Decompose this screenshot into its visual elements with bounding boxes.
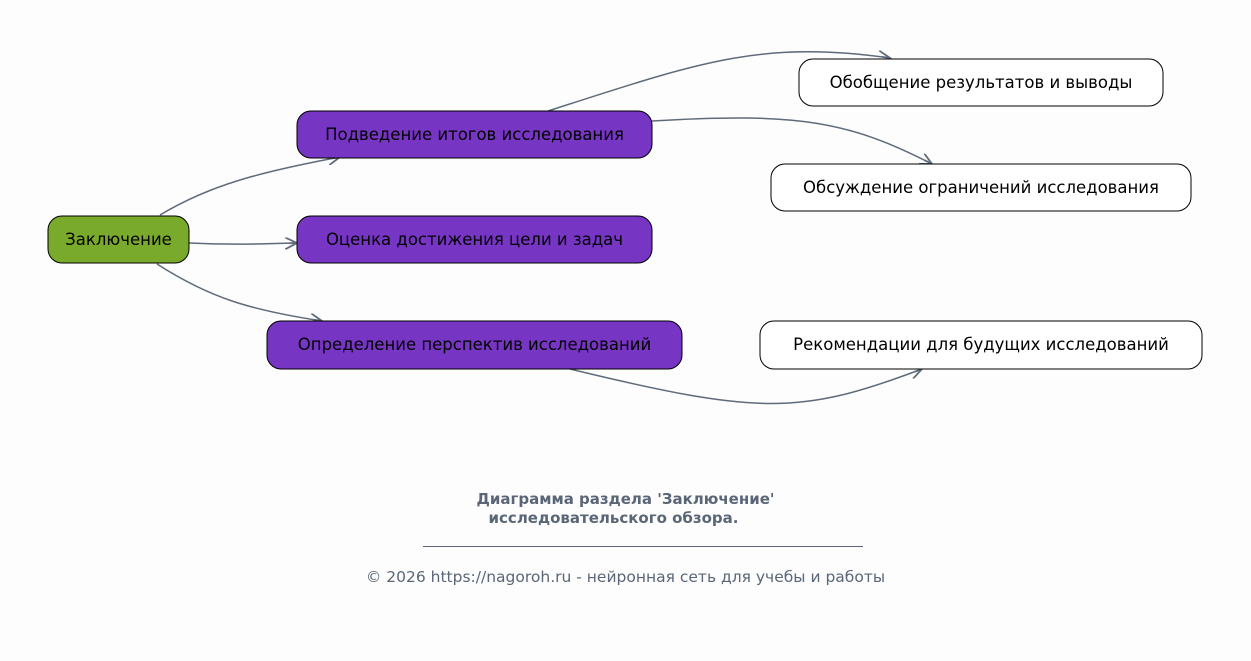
edge-summary-limitations	[651, 117, 932, 164]
node-label: Заключение	[65, 230, 172, 249]
node-label: Обобщение результатов и выводы	[830, 73, 1133, 92]
edge-perspectives-recommendations	[569, 369, 922, 405]
node-recommendations[interactable]: Рекомендации для будущих исследований	[759, 320, 1203, 370]
node-label: Обсуждение ограничений исследования	[803, 178, 1159, 197]
node-root[interactable]: Заключение	[47, 215, 190, 264]
node-label: Рекомендации для будущих исследований	[793, 335, 1169, 354]
node-summary[interactable]: Подведение итогов исследования	[296, 110, 653, 159]
title-line-1: Диаграмма раздела 'Заключение'	[476, 490, 775, 508]
node-label: Оценка достижения цели и задач	[326, 230, 623, 249]
node-label: Подведение итогов исследования	[325, 125, 624, 144]
edge-root-summary	[159, 157, 340, 216]
divider	[423, 546, 863, 547]
edge-root-perspectives	[156, 263, 322, 321]
edge-summary-generalization	[547, 52, 890, 112]
diagram-title: Диаграмма раздела 'Заключение' исследова…	[0, 490, 1251, 528]
node-generalization[interactable]: Обобщение результатов и выводы	[798, 58, 1164, 107]
node-evaluation[interactable]: Оценка достижения цели и задач	[296, 215, 653, 264]
node-label: Определение перспектив исследований	[298, 335, 651, 354]
node-perspectives[interactable]: Определение перспектив исследований	[266, 320, 683, 370]
title-line-2: исследовательского обзора.	[488, 509, 739, 527]
footer-copyright: © 2026 https://nagoroh.ru - нейронная се…	[365, 568, 886, 586]
node-limitations[interactable]: Обсуждение ограничений исследования	[770, 163, 1192, 212]
edge-root-evaluation	[188, 243, 297, 244]
